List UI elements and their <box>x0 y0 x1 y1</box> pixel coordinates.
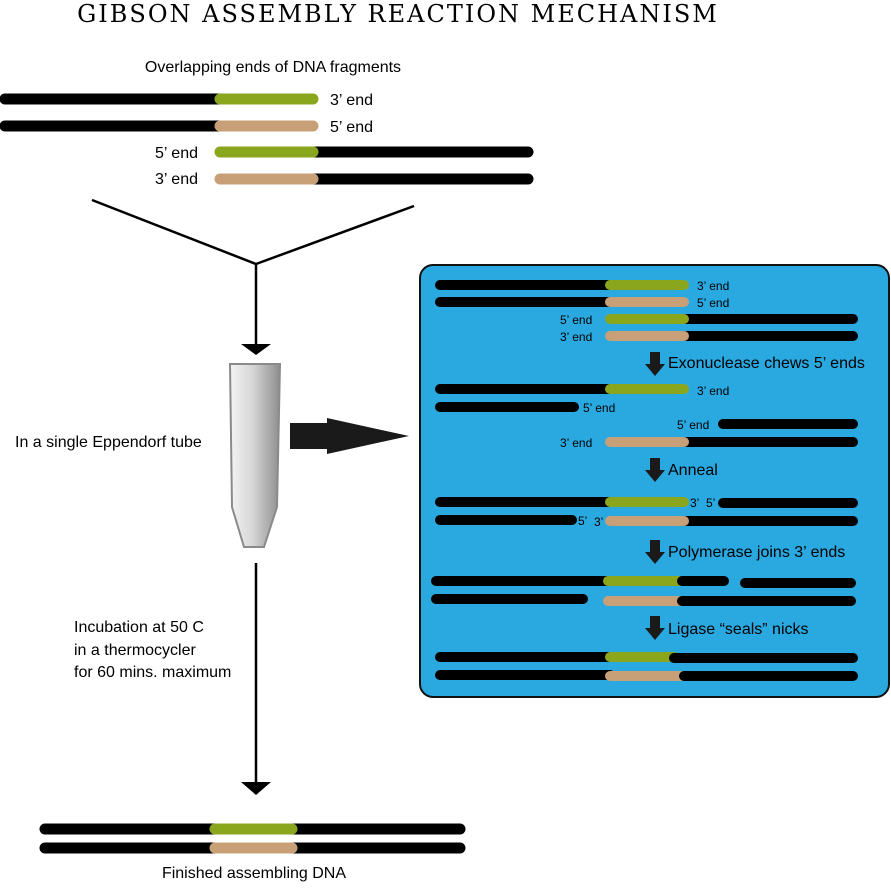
step-exonuclease: Exonuclease chews 5’ ends <box>668 355 865 372</box>
step-ligase: Ligase “seals” nicks <box>668 621 809 638</box>
incubation-line-2: in a thermocycler <box>74 642 196 659</box>
end-label: 5’ end <box>583 401 615 415</box>
down-arrow-icon <box>241 782 271 795</box>
merge-funnel <box>91 198 415 355</box>
step-polymerase: Polymerase joins 3’ ends <box>668 544 845 561</box>
tube-caption: In a single Eppendorf tube <box>15 434 202 451</box>
end-label: 5’ <box>578 514 587 528</box>
down-arrow-icon <box>645 352 665 376</box>
overlap-caption: Overlapping ends of DNA fragments <box>145 59 401 76</box>
end-label: 5’ end <box>330 119 373 136</box>
mechanism-panel: 3’ end 5’ end 5’ end 3’ end Exonuclease … <box>419 264 890 698</box>
end-label: 3’ end <box>697 279 729 293</box>
end-label: 5’ end <box>155 145 198 162</box>
end-label: 3’ end <box>697 384 729 398</box>
diagram-title: GIBSON ASSEMBLY REACTION MECHANISM <box>77 0 719 28</box>
incubation-line-1: Incubation at 50 C <box>74 619 204 636</box>
down-arrow-icon <box>645 458 665 482</box>
end-label: 3’ end <box>330 92 373 109</box>
down-arrow-icon <box>645 540 665 564</box>
eppendorf-tube-icon <box>228 363 282 548</box>
end-label: 3’ end <box>560 436 592 450</box>
step-anneal: Anneal <box>668 462 718 479</box>
input-fragments <box>0 93 534 185</box>
end-label: 5’ end <box>560 313 592 327</box>
final-caption: Finished assembling DNA <box>162 865 346 882</box>
end-label: 3’ end <box>155 171 198 188</box>
down-arrow-icon <box>645 616 665 640</box>
end-label: 3’ <box>690 496 699 510</box>
end-label: 5’ <box>706 496 715 510</box>
end-label: 3’ end <box>560 330 592 344</box>
right-arrow-icon <box>290 418 409 454</box>
down-arrow-icon <box>241 344 271 355</box>
end-label: 5’ end <box>697 296 729 310</box>
finished-dna <box>39 823 466 854</box>
incubation-line-3: for 60 mins. maximum <box>74 664 231 681</box>
end-label: 3’ <box>594 515 603 529</box>
end-label: 5’ end <box>677 418 709 432</box>
